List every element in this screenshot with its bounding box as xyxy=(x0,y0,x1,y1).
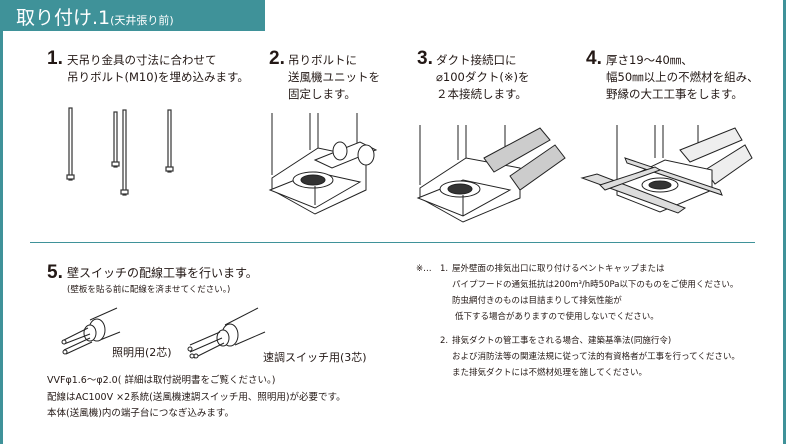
note-line: 排気ダクトの管工事をされる場合、建築基準法(同施行令) xyxy=(452,336,672,346)
cable-label-speed-switch: 速調スイッチ用(3芯) xyxy=(263,351,367,364)
wiring-note-line: 本体(送風機)内の端子台につなぎ込みます。 xyxy=(47,408,234,419)
section-header: 取り付け.1(天井張り前) xyxy=(0,0,265,31)
wiring-note-line: VVFφ1.6～φ2.0( 詳細は取付説明書をご覧ください。) xyxy=(47,375,276,386)
note-1-number: 1. xyxy=(440,264,449,274)
step-1-line: 天吊り金具の寸法に合わせて xyxy=(67,53,217,67)
step-2-line: 吊りボルトに xyxy=(288,53,357,67)
step-2-number: 2. xyxy=(269,48,285,69)
step-1-line: 吊りボルト(M10)を埋め込みます。 xyxy=(67,70,249,84)
step-2-text: 吊りボルトに 送風機ユニットを 固定します。 xyxy=(288,52,380,103)
step-2-line: 送風機ユニットを xyxy=(288,70,380,84)
step-5-subtitle: (壁板を貼る前に配線を済ませてください。) xyxy=(67,285,231,295)
note-1: 屋外壁面の排気出口に取り付けるベントキャップまたは パイプフードの通気抵抗は20… xyxy=(452,261,738,325)
step-3-line: ダクト接続口に xyxy=(436,53,517,67)
note-2: 排気ダクトの管工事をされる場合、建築基準法(同施行令) および消防法等の関連法規… xyxy=(452,333,740,381)
step-4-text: 厚さ19～40㎜、 幅50㎜以上の不燃材を組み、 野縁の大工工事をします。 xyxy=(606,52,759,103)
step-3-line: ⌀100ダクト(※)を xyxy=(436,70,530,84)
frame-left-border xyxy=(0,0,3,444)
step-3-number: 3. xyxy=(417,48,433,69)
step-5-number: 5. xyxy=(47,262,63,283)
note-line: および消防法等の関連法規に従って法的有資格者が工事を行ってください。 xyxy=(452,352,740,362)
step-1-text: 天吊り金具の寸法に合わせて 吊りボルト(M10)を埋め込みます。 xyxy=(67,52,249,86)
step-5-title: 壁スイッチの配線工事を行います。 xyxy=(67,266,258,280)
step-3-line: ２本接続します。 xyxy=(436,87,527,101)
section-title: 取り付け.1 xyxy=(16,7,111,29)
step-3-text: ダクト接続口に ⌀100ダクト(※)を ２本接続します。 xyxy=(436,52,529,103)
step-4-line: 幅50㎜以上の不燃材を組み、 xyxy=(606,70,759,84)
wiring-notes: VVFφ1.6～φ2.0( 詳細は取付説明書をご覧ください。) 配線はAC100… xyxy=(47,373,346,423)
note-line: また排気ダクトには不燃材処理を施してください。 xyxy=(452,368,647,378)
step-1-number: 1. xyxy=(47,48,63,69)
section-subtitle: (天井張り前) xyxy=(110,14,174,27)
section-divider xyxy=(30,242,755,243)
cable-label-lighting: 照明用(2芯) xyxy=(112,346,172,359)
step-4-number: 4. xyxy=(586,48,602,69)
step-4-line: 厚さ19～40㎜、 xyxy=(606,53,693,67)
note-line: 低下する場合がありますので使用しないでください。 xyxy=(455,312,659,322)
note-line: 防虫網付きのものは目詰まりして排気性能が xyxy=(452,296,622,306)
wiring-note-line: 配線はAC100V ×2系統(送風機速調スイッチ用、照明用)が必要です。 xyxy=(47,391,346,403)
note-2-number: 2. xyxy=(440,336,449,346)
frame-right-border xyxy=(783,0,786,444)
note-line: 屋外壁面の排気出口に取り付けるベントキャップまたは xyxy=(452,264,665,274)
step-4-line: 野縁の大工工事をします。 xyxy=(606,87,743,101)
step-2-line: 固定します。 xyxy=(288,87,356,101)
note-line: パイプフードの通気抵抗は200m³/h時50Pa以下のものをご使用ください。 xyxy=(452,280,739,290)
notes-mark: ※… xyxy=(416,264,432,274)
